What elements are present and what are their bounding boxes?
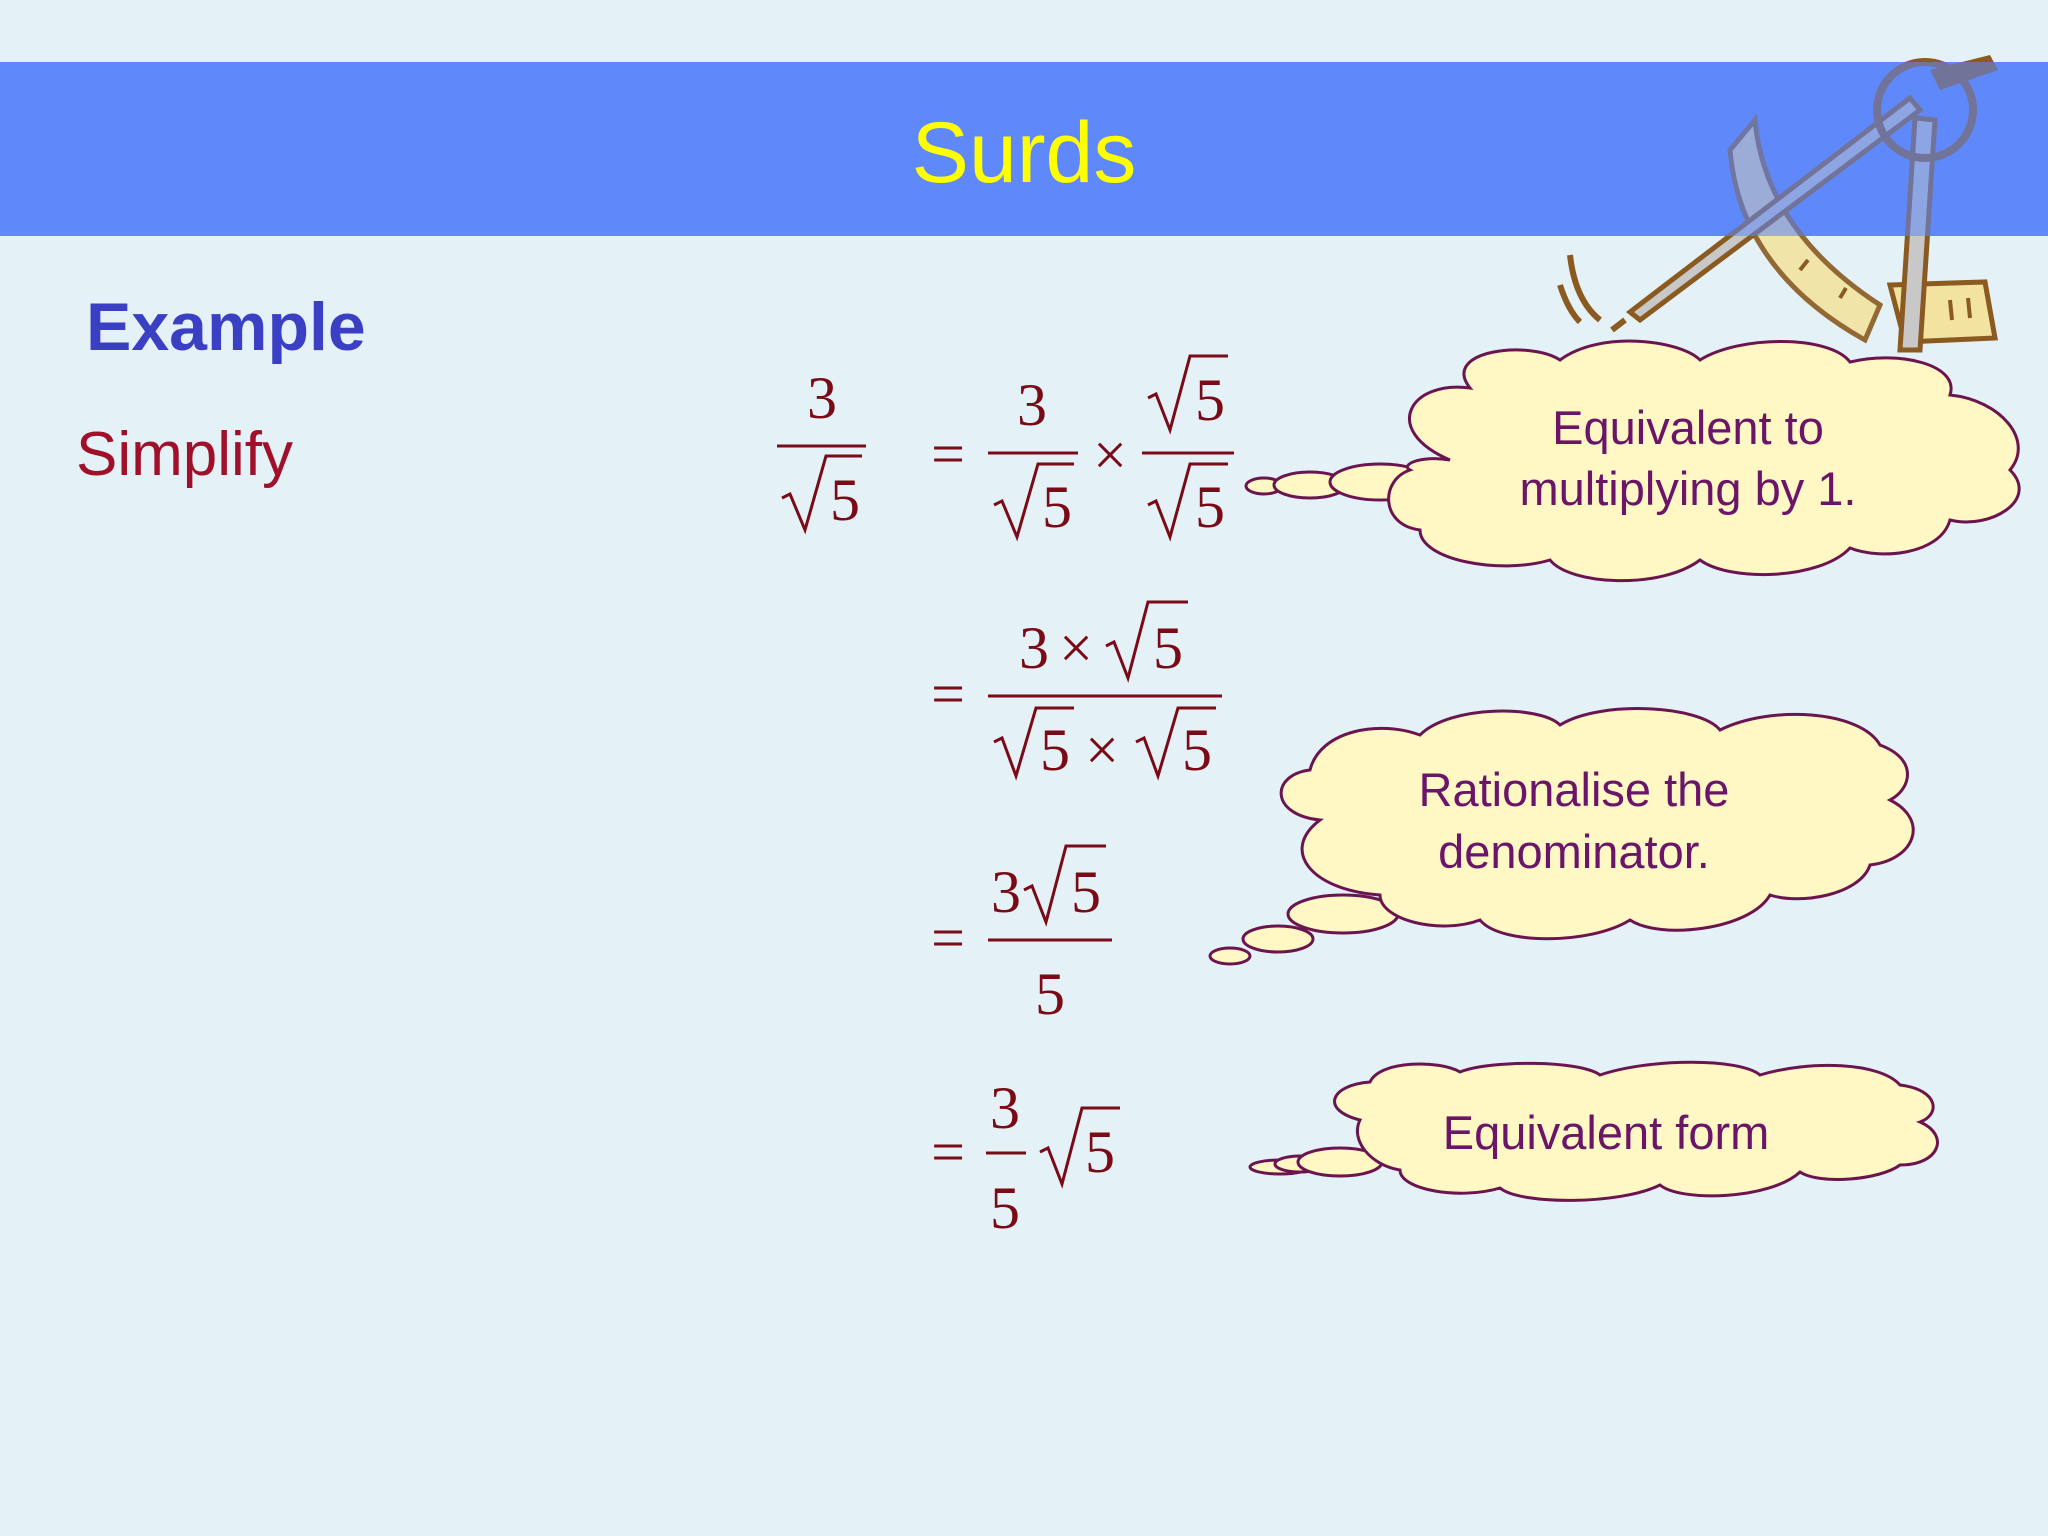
- step4-frac-num: 3: [990, 1075, 1020, 1141]
- equals-sign: =: [931, 421, 965, 487]
- radical-sign: [993, 706, 1074, 781]
- radical-sign: [781, 454, 862, 535]
- slide-title: Surds: [912, 105, 1137, 201]
- step1-frac1-radicand: 5: [1042, 474, 1072, 540]
- initial-radicand: 5: [830, 467, 860, 533]
- radical-sign: [1147, 462, 1228, 542]
- radical-sign: [993, 462, 1074, 542]
- step4-frac-den: 5: [990, 1175, 1020, 1241]
- callout-equivalent-to-one: Equivalent to multiplying by 1.: [1244, 339, 2021, 583]
- step1-frac2-den-radicand: 5: [1195, 474, 1225, 540]
- step-1: = 3 5 × 5 5: [931, 354, 1234, 542]
- callout-1-line-1: Equivalent to: [1552, 401, 1824, 454]
- radical-sign: [1023, 844, 1106, 927]
- callout-equivalent-form: Equivalent form: [1248, 1060, 1939, 1202]
- equals-sign: =: [931, 905, 965, 971]
- step2-num-coef: 3: [1019, 615, 1049, 681]
- step2-den-radicand2: 5: [1182, 717, 1212, 783]
- times-sign: ×: [1085, 717, 1119, 783]
- compass-protractor-icon: [1557, 55, 2048, 353]
- times-sign: ×: [1059, 615, 1093, 681]
- callout-3-line-1: Equivalent form: [1443, 1106, 1770, 1159]
- radical-sign: [1147, 354, 1228, 435]
- step-4: = 3 5 5: [931, 1075, 1120, 1241]
- step-2: = 3 × 5 5 × 5: [931, 600, 1222, 783]
- initial-numerator: 3: [807, 365, 837, 431]
- step3-num-coef: 3: [991, 859, 1021, 925]
- step2-num-radicand: 5: [1153, 615, 1183, 681]
- step1-frac2-num-radicand: 5: [1195, 367, 1225, 433]
- math-expressions: 3 5 = 3 5 × 5 5 = 3 × 5 5: [777, 354, 1234, 1241]
- step2-den-radicand1: 5: [1040, 717, 1070, 783]
- step3-den: 5: [1035, 961, 1065, 1027]
- step1-frac1-numerator: 3: [1017, 372, 1047, 438]
- step3-num-radicand: 5: [1071, 859, 1101, 925]
- callout-1-line-2: multiplying by 1.: [1520, 462, 1857, 515]
- radical-sign: [1039, 1106, 1120, 1189]
- callout-rationalise: Rationalise the denominator.: [1208, 707, 1915, 966]
- step4-radicand: 5: [1085, 1119, 1115, 1185]
- initial-fraction: 3 5: [777, 365, 866, 535]
- example-heading: Example: [86, 289, 366, 365]
- simplify-label: Simplify: [76, 420, 293, 489]
- radical-sign: [1135, 706, 1216, 781]
- step-3: = 3 5 5: [931, 844, 1112, 1027]
- radical-sign: [1105, 600, 1188, 683]
- equals-sign: =: [931, 661, 965, 727]
- times-sign: ×: [1093, 422, 1127, 488]
- callout-2-line-1: Rationalise the: [1419, 763, 1730, 816]
- callouts: Equivalent to multiplying by 1. Rational…: [1208, 339, 2021, 1202]
- callout-2-line-2: denominator.: [1438, 825, 1710, 878]
- equals-sign: =: [931, 1119, 965, 1185]
